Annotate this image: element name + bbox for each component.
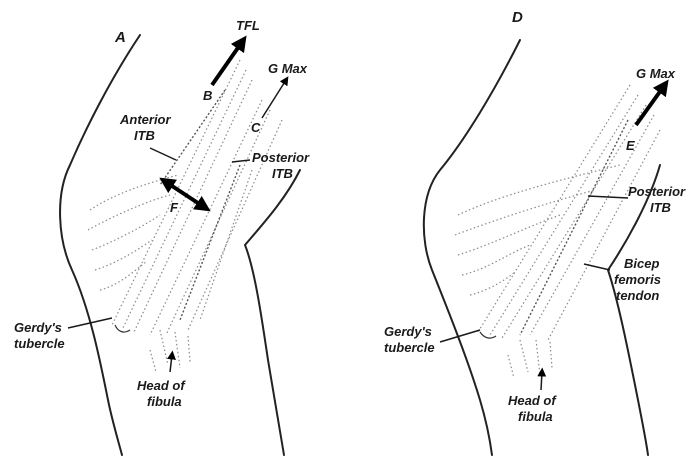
tfl-label: TFL — [236, 18, 260, 33]
gmax-arrow-left — [262, 80, 286, 118]
fibula-label-line1-right: Head of — [508, 393, 557, 408]
posterior-itb-leader-right — [588, 196, 628, 198]
anterior-itb-label-line2: ITB — [134, 128, 155, 143]
gerdys-label-line1-right: Gerdy's — [384, 324, 432, 339]
left-posterior-leg-outline — [245, 170, 300, 455]
fibula-label-line1-left: Head of — [137, 378, 186, 393]
posterior-itb-label-line2-right: ITB — [650, 200, 671, 215]
right-anterior-leg-outline — [424, 40, 520, 455]
gerdys-label-line2-left: tubercle — [14, 336, 65, 351]
bicep-label-line1: Bicep — [624, 256, 659, 271]
gmax-arrow-right — [636, 86, 664, 125]
bicep-leader — [584, 264, 610, 270]
left-itb-band — [88, 60, 282, 372]
right-itb-band — [455, 85, 660, 378]
posterior-itb-leader-left — [232, 160, 250, 162]
right-panel: D G Max E Posterior ITB Bicep femoris te… — [384, 9, 686, 455]
gerdys-label-line1-left: Gerdy's — [14, 320, 62, 335]
fibula-leader-right — [541, 372, 542, 390]
fibula-leader-left — [170, 355, 172, 372]
point-c-label: C — [251, 120, 261, 135]
panel-letter-a: A — [114, 29, 126, 46]
fibula-label-line2-right: fibula — [518, 409, 553, 424]
fibula-label-line2-left: fibula — [147, 394, 182, 409]
posterior-itb-label-line1-right: Posterior — [628, 184, 686, 199]
bicep-label-line2: femoris — [614, 272, 661, 287]
tfl-arrow — [212, 42, 242, 85]
left-anterior-leg-outline — [60, 35, 140, 455]
gerdys-label-line2-right: tubercle — [384, 340, 435, 355]
left-panel: A TFL G Max B C Anterior ITB Posterior I… — [14, 18, 310, 455]
point-f-label: F — [170, 200, 179, 215]
point-b-label: B — [203, 88, 212, 103]
point-e-label: E — [626, 138, 635, 153]
anterior-itb-leader — [150, 148, 176, 160]
bicep-label-line3: tendon — [616, 288, 659, 303]
gmax-label-right: G Max — [636, 66, 676, 81]
anterior-itb-label-line1: Anterior — [119, 112, 172, 127]
posterior-itb-label-line2-left: ITB — [272, 166, 293, 181]
posterior-itb-label-line1-left: Posterior — [252, 150, 310, 165]
gmax-label-left: G Max — [268, 61, 308, 76]
panel-letter-d: D — [512, 9, 523, 26]
